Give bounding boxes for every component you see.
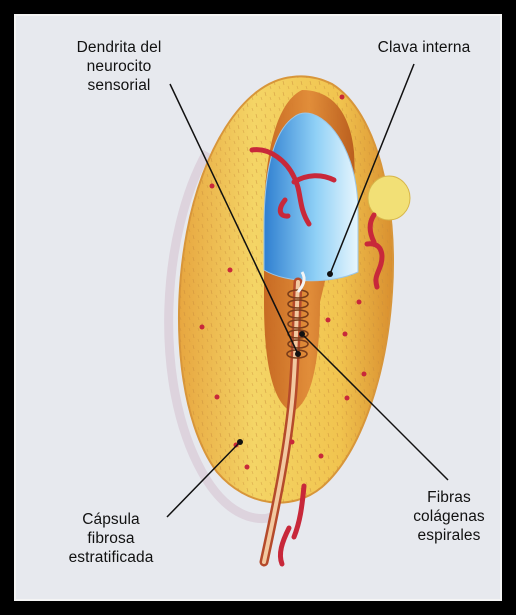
fibers-label-line-1: Fibras — [394, 488, 502, 507]
dendrite-label-line-2: neurocito — [44, 57, 194, 76]
capsule-label-line-2: fibrosa — [36, 529, 186, 548]
dendrite-label: Dendrita del neurocito sensorial — [44, 38, 194, 95]
capsule-label-line-1: Cápsula — [36, 510, 186, 529]
dendrite-label-line-3: sensorial — [44, 76, 194, 95]
capsule-label-line-3: estratificada — [36, 548, 186, 567]
diagram-panel: Dendrita del neurocito sensorial Clava i… — [14, 14, 502, 601]
dendrite-label-line-1: Dendrita del — [44, 38, 194, 57]
fibers-label: Fibras colágenas espirales — [394, 488, 502, 545]
inner-club-label-line-1: Clava interna — [354, 38, 494, 57]
capsule-label: Cápsula fibrosa estratificada — [36, 510, 186, 567]
fibers-label-line-3: espirales — [394, 526, 502, 545]
fibers-label-line-2: colágenas — [394, 507, 502, 526]
inner-club-label: Clava interna — [354, 38, 494, 57]
